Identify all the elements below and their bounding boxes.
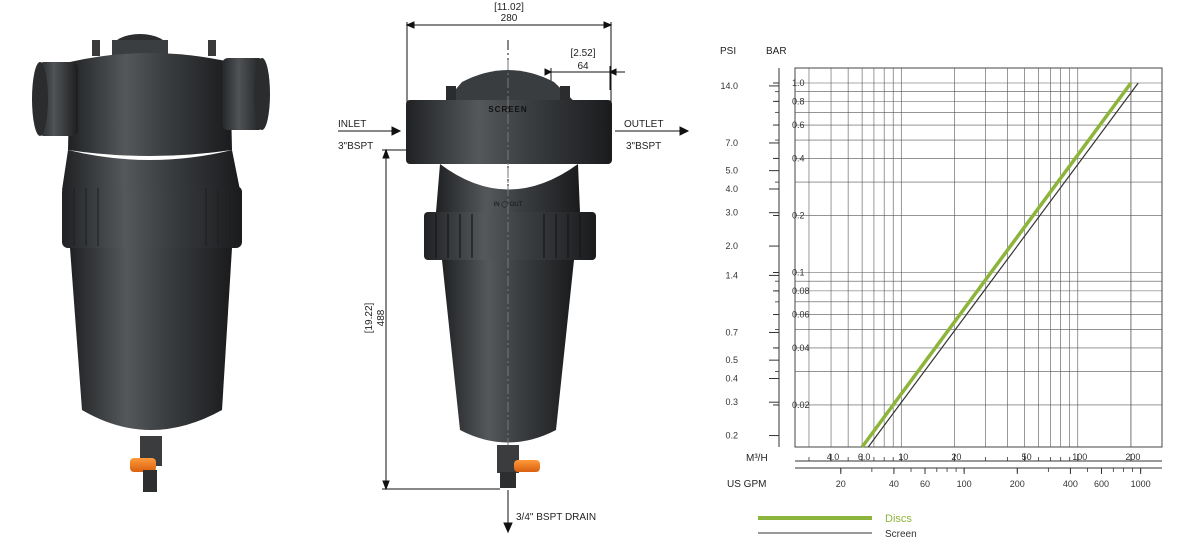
bar-tick-label: 1.0: [792, 78, 805, 88]
m3h-tick-label: 100: [1072, 452, 1087, 462]
legend-screen-label: Screen: [885, 529, 917, 540]
m3h-tick-label: 6.0: [858, 452, 871, 462]
psi-tick-label: 14.0: [720, 81, 738, 91]
offset-mm: 64: [577, 61, 589, 72]
psi-tick-label: 0.3: [725, 397, 738, 407]
width-mm: 280: [501, 13, 518, 24]
width-inches: [11.02]: [494, 2, 524, 13]
x-top-unit: M³/H: [746, 453, 768, 464]
outlet-size: 3"BSPT: [626, 141, 661, 152]
bar-tick-label: 0.8: [792, 96, 805, 106]
inlet-label: INLET: [338, 119, 366, 130]
height-inches: [19.22]: [364, 302, 375, 333]
series-line-screen: [867, 82, 1139, 448]
gpm-tick-label: 600: [1094, 479, 1109, 489]
psi-tick-label: 0.4: [725, 374, 738, 384]
y-right-unit: BAR: [766, 46, 787, 57]
gpm-tick-label: 200: [1010, 479, 1025, 489]
drain-label: 3/4" BSPT DRAIN: [516, 512, 596, 523]
bar-tick-label: 0.02: [792, 400, 810, 410]
chart-axes: 1.0 0.8 0.6 0.4 0.2 0.1 0.08 0.06 0.04 0.02 14.0 7.…: [720, 68, 1162, 489]
series-line-discs: [860, 81, 1133, 449]
chart-series: [860, 81, 1139, 449]
gpm-tick-label: 40: [889, 479, 899, 489]
flow-marking: IN ◯ OUT: [494, 201, 523, 208]
plot-frame: [794, 67, 1163, 448]
gpm-tick-label: 100: [957, 479, 972, 489]
gpm-tick-label: 1000: [1131, 479, 1151, 489]
bar-tick-label: 0.04: [792, 343, 810, 353]
y-left-unit: PSI: [720, 46, 736, 57]
bar-tick-label: 0.4: [792, 153, 805, 163]
bar-tick-label: 0.06: [792, 310, 810, 320]
chart-grid: [794, 67, 1163, 448]
legend-discs-label: Discs: [885, 513, 912, 525]
psi-tick-label: 4.0: [725, 184, 738, 194]
inlet-size: 3"BSPT: [338, 141, 373, 152]
m3h-tick-label: 20: [951, 452, 961, 462]
psi-tick-label: 3.0: [725, 208, 738, 218]
m3h-tick-label: 4.0: [827, 452, 840, 462]
gpm-tick-label: 20: [836, 479, 846, 489]
filter-photo: [32, 34, 270, 492]
psi-tick-label: 2.0: [725, 241, 738, 251]
m3h-tick-label: 50: [1022, 452, 1032, 462]
psi-tick-label: 0.7: [725, 327, 738, 337]
height-mm: 488: [376, 309, 387, 326]
psi-tick-label: 5.0: [725, 166, 738, 176]
gpm-tick-label: 400: [1063, 479, 1078, 489]
psi-tick-label: 0.5: [725, 355, 738, 365]
x-bottom-unit: US GPM: [727, 479, 766, 490]
psi-tick-label: 0.2: [725, 431, 738, 441]
psi-tick-label: 1.4: [725, 270, 738, 280]
bar-tick-label: 0.08: [792, 286, 810, 296]
pressure-loss-chart: 1.0 0.8 0.6 0.4 0.2 0.1 0.08 0.06 0.04 0.02 14.0 7.…: [720, 67, 1163, 489]
gpm-tick-label: 60: [920, 479, 930, 489]
offset-inches: [2.52]: [570, 48, 595, 59]
outlet-label: OUTLET: [624, 119, 663, 130]
psi-tick-label: 7.0: [725, 138, 738, 148]
chart-legend: Discs Screen: [758, 513, 917, 540]
m3h-tick-label: 200: [1125, 452, 1140, 462]
drawing-body: SCREEN IN ◯ OUT: [406, 60, 612, 488]
cap-marking: SCREEN: [488, 105, 527, 114]
bar-tick-label: 0.6: [792, 120, 805, 130]
bar-tick-label: 0.2: [792, 210, 805, 220]
bar-tick-label: 0.1: [792, 268, 805, 278]
m3h-tick-label: 10: [898, 452, 908, 462]
